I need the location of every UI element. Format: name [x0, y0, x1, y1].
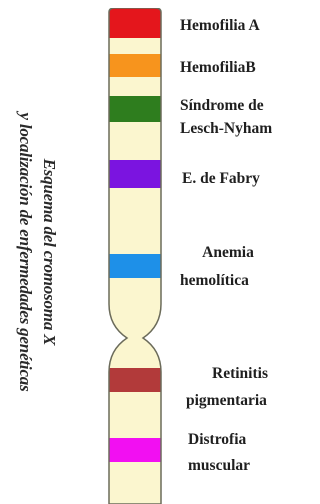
- label-anemia-line2: hemolítica: [180, 271, 249, 291]
- label-anemia-line1: Anemia: [182, 243, 274, 263]
- label-hemofilia-b: HemofiliaB: [180, 58, 256, 78]
- label-distrofia-line2: muscular: [188, 456, 250, 476]
- label-lesch-nyham-line2: Lesch-Nyham: [180, 119, 272, 139]
- label-retinitis-line2: pigmentaria: [186, 391, 267, 411]
- label-distrofia-line1: Distrofia: [188, 430, 246, 450]
- label-retinitis-line1: Retinitis: [186, 364, 294, 384]
- label-fabry: E. de Fabry: [182, 169, 260, 189]
- label-lesch-nyham-line1: Síndrome de: [180, 96, 264, 116]
- label-hemofilia-a: Hemofilia A: [180, 16, 260, 36]
